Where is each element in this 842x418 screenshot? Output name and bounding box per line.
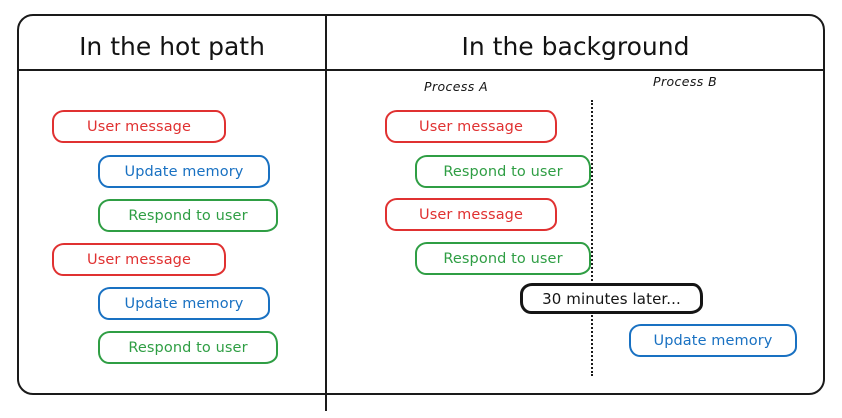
chip-update-memory[interactable]: Update memory: [629, 324, 797, 357]
chip-respond-to-user[interactable]: Respond to user: [415, 242, 591, 275]
chip-user-message[interactable]: User message: [52, 243, 226, 276]
chip-respond-to-user[interactable]: Respond to user: [415, 155, 591, 188]
column-divider-line: [325, 16, 327, 411]
header-divider-line: [17, 69, 825, 71]
chip-respond-to-user[interactable]: Respond to user: [98, 331, 278, 364]
chip-user-message[interactable]: User message: [385, 110, 557, 143]
chip-respond-to-user[interactable]: Respond to user: [98, 199, 278, 232]
chip-update-memory[interactable]: Update memory: [98, 155, 270, 188]
time-marker-badge: 30 minutes later...: [520, 283, 703, 314]
panel-title-hot-path: In the hot path: [79, 32, 265, 61]
chip-update-memory[interactable]: Update memory: [98, 287, 270, 320]
process-lane-divider: [591, 100, 593, 376]
chip-user-message[interactable]: User message: [385, 198, 557, 231]
lane-label-process-b: Process B: [653, 74, 718, 89]
panel-title-background: In the background: [461, 32, 690, 61]
chip-user-message[interactable]: User message: [52, 110, 226, 143]
lane-label-process-a: Process A: [424, 79, 489, 94]
